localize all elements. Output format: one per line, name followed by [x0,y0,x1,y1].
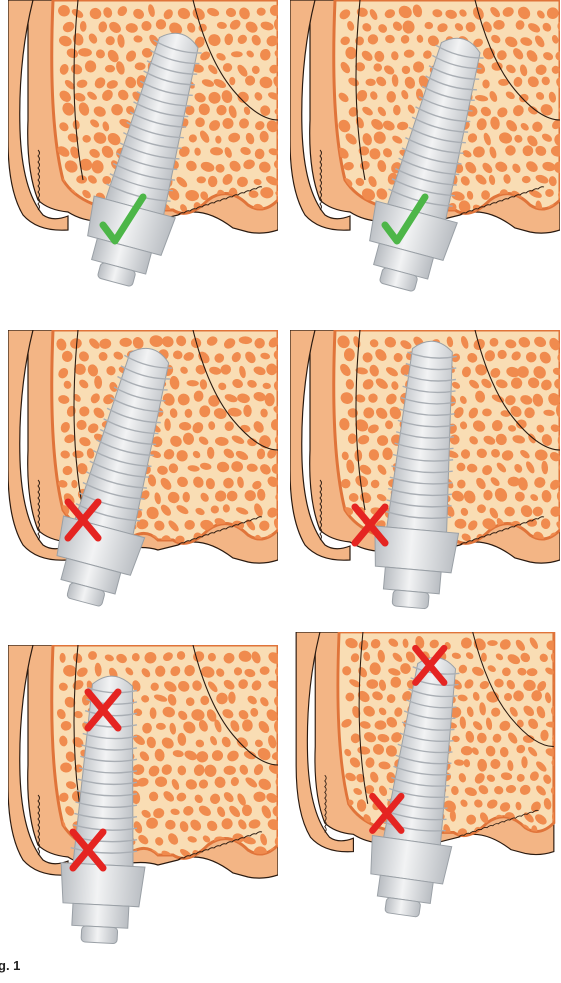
implant-diagram-middle-left [8,330,278,645]
panel-bottom-right [290,632,560,947]
implant-abutment [383,567,441,594]
implant-abutment [72,903,129,928]
panel-middle-left [8,330,278,645]
implant-diagram-top-right [290,0,560,315]
panel-top-right [290,0,560,315]
implant-diagram-bottom-left [8,645,278,960]
implant-diagram-top-left [8,0,278,315]
panel-bottom-left [8,645,278,960]
implant-diagram-middle-right [290,330,560,645]
implant-collar [371,526,458,573]
figure-label: g. 1 [0,958,20,973]
panel-middle-right [290,330,560,645]
implant-tip [392,590,429,609]
implant-diagram-bottom-right [290,632,560,947]
panel-top-left [8,0,278,315]
implant-tip [81,926,118,944]
